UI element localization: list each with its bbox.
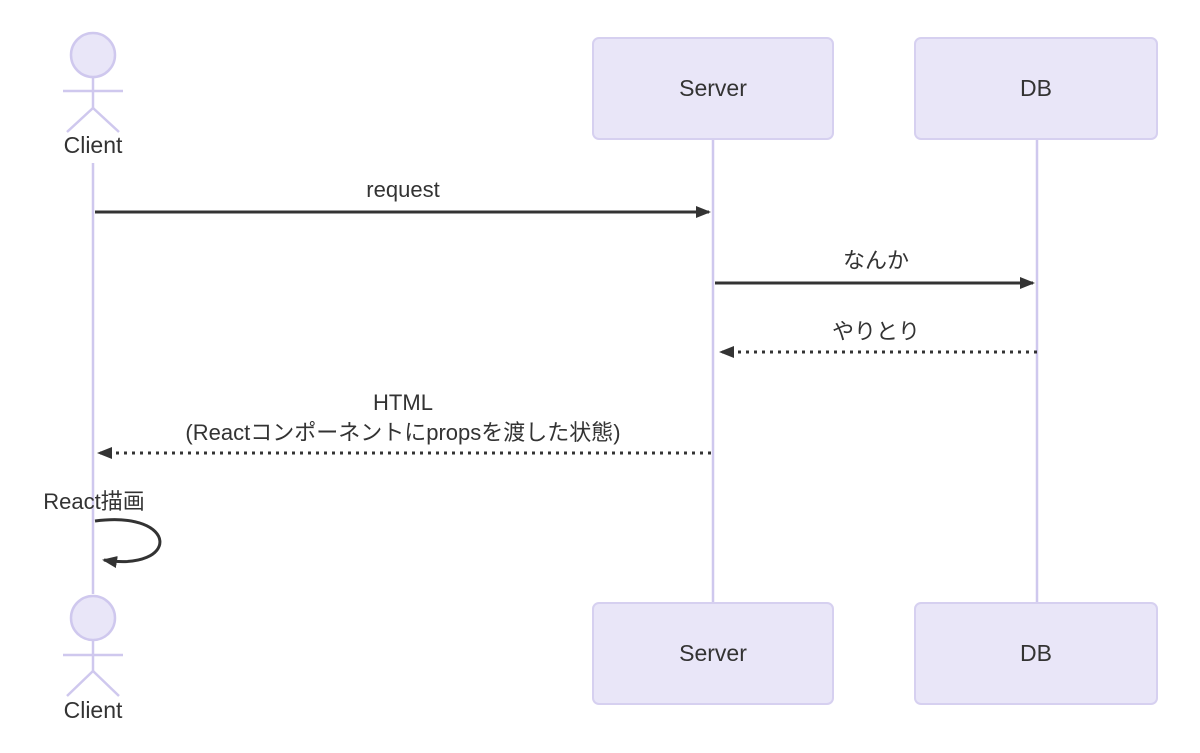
actor-client-top: Client	[63, 31, 123, 158]
actor-head-icon	[69, 594, 117, 642]
actor-head-icon	[69, 31, 117, 79]
message-html: HTML (Reactコンポーネントにpropsを渡した状態)	[97, 390, 711, 459]
message-nanka: なんか	[715, 248, 1035, 289]
message-yaritori-label: やりとり	[832, 319, 920, 344]
actor-client-top-label: Client	[64, 132, 123, 158]
actor-client-bottom: Client	[63, 594, 123, 723]
participant-db-bottom: DB	[914, 602, 1158, 705]
participant-server-top-label: Server	[679, 75, 747, 101]
participant-db-top-box	[914, 37, 1158, 140]
actor-legs-icon	[66, 670, 120, 697]
message-request-label: request	[366, 177, 439, 202]
message-react-render-loop-arrow	[94, 518, 162, 568]
message-react-render: React描画	[43, 489, 162, 568]
participant-db-bottom-label: DB	[1020, 640, 1052, 666]
message-html-label-line2: (Reactコンポーネントにpropsを渡した状態)	[185, 420, 620, 445]
participant-db-top: DB	[914, 37, 1158, 140]
participant-server-bottom-box	[592, 602, 834, 705]
participant-db-top-label: DB	[1020, 75, 1052, 101]
message-html-label-line1: HTML	[373, 390, 433, 415]
message-yaritori: やりとり	[719, 319, 1037, 358]
participant-server-top-box	[592, 37, 834, 140]
actor-client-bottom-label: Client	[64, 697, 123, 723]
participant-server-bottom: Server	[592, 602, 834, 705]
participant-server-top: Server	[592, 37, 834, 140]
participant-db-bottom-box	[914, 602, 1158, 705]
actor-legs-icon	[66, 107, 120, 133]
message-nanka-label: なんか	[843, 248, 909, 273]
message-request: request	[95, 177, 711, 218]
participant-server-bottom-label: Server	[679, 640, 747, 666]
message-react-render-label: React描画	[43, 489, 144, 514]
